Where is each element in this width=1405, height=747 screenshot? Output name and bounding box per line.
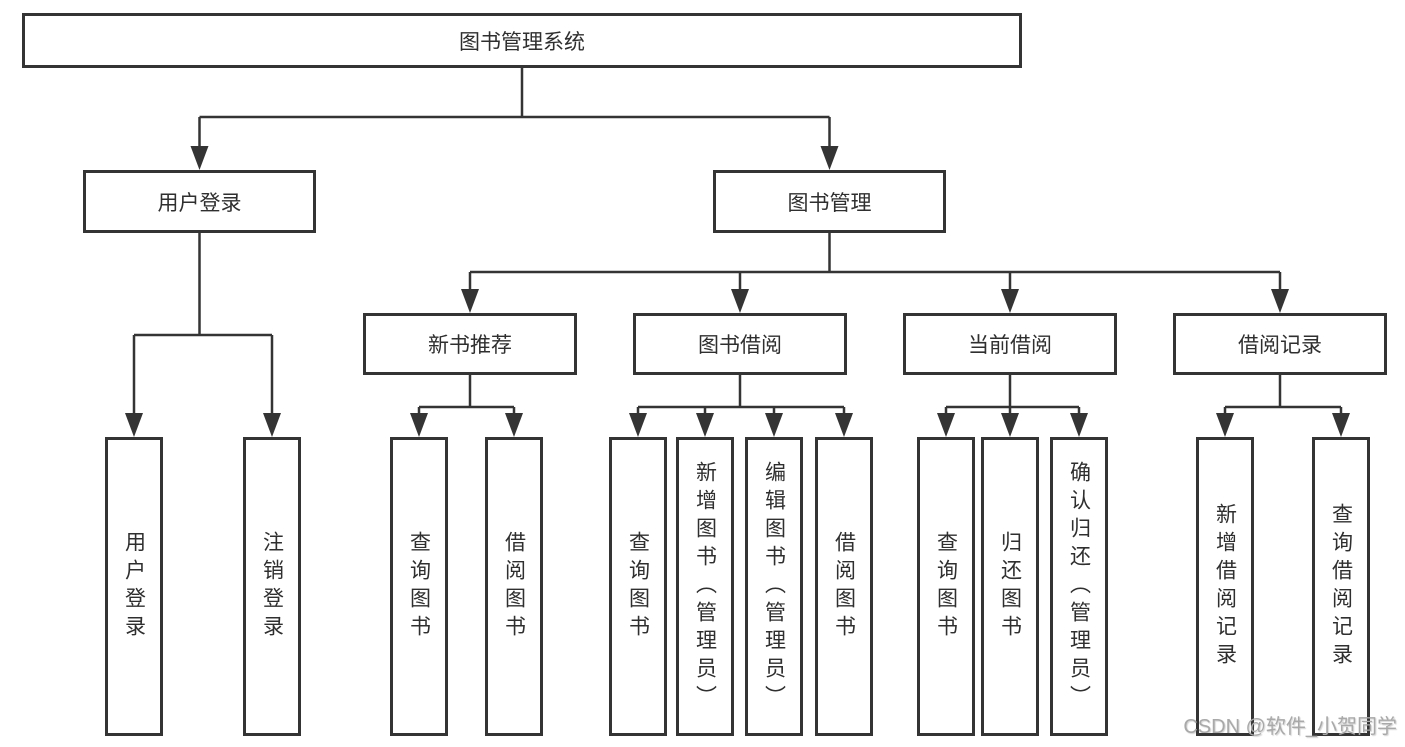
node-label: 图书管理	[787, 191, 872, 215]
leaf-label: 新增图书（管理员）	[693, 460, 717, 713]
leaf-label: 查询借阅记录	[1329, 502, 1353, 671]
arrowheads	[125, 146, 1350, 437]
leaf-label: 确认归还（管理员）	[1067, 460, 1091, 713]
node-current-borrowing: 当前借阅	[903, 313, 1117, 375]
leaf-query-books-recommend: 查询图书	[390, 437, 448, 736]
leaf-borrow-books-borrowing: 借阅图书	[815, 437, 873, 736]
leaf-edit-book-admin: 编辑图书（管理员）	[745, 437, 803, 736]
leaf-query-borrow-record: 查询借阅记录	[1312, 437, 1370, 736]
leaf-query-books-current: 查询图书	[917, 437, 975, 736]
leaf-label: 用户登录	[122, 530, 146, 643]
leaf-add-book-admin: 新增图书（管理员）	[676, 437, 734, 736]
leaf-label: 归还图书	[998, 530, 1022, 643]
node-label: 新书推荐	[428, 334, 512, 357]
node-label: 图书管理系统	[459, 30, 585, 54]
node-user-login: 用户登录	[83, 170, 316, 233]
leaf-label: 查询图书	[626, 530, 650, 643]
leaf-query-books-borrowing: 查询图书	[609, 437, 667, 736]
leaf-return-books: 归还图书	[981, 437, 1039, 736]
leaf-label: 查询图书	[407, 530, 431, 643]
leaf-label: 借阅图书	[502, 530, 526, 643]
leaf-add-borrow-record: 新增借阅记录	[1196, 437, 1254, 736]
leaf-label: 借阅图书	[832, 530, 856, 643]
leaf-label: 新增借阅记录	[1213, 502, 1237, 671]
node-label: 用户登录	[157, 191, 242, 215]
leaf-logout: 注销登录	[243, 437, 301, 736]
node-label: 当前借阅	[968, 334, 1052, 357]
node-book-management: 图书管理	[713, 170, 946, 233]
leaf-confirm-return-admin: 确认归还（管理员）	[1050, 437, 1108, 736]
leaf-label: 注销登录	[260, 530, 284, 643]
leaf-user-login: 用户登录	[105, 437, 163, 736]
node-library-management-system: 图书管理系统	[22, 13, 1022, 68]
node-label: 图书借阅	[698, 334, 782, 357]
csdn-watermark: CSDN @软件_小贺同学	[1183, 716, 1397, 738]
node-label: 借阅记录	[1238, 334, 1322, 357]
node-new-book-recommendation: 新书推荐	[363, 313, 577, 375]
leaf-borrow-books-recommend: 借阅图书	[485, 437, 543, 736]
node-book-borrowing: 图书借阅	[633, 313, 847, 375]
node-borrowing-records: 借阅记录	[1173, 313, 1387, 375]
leaf-label: 编辑图书（管理员）	[762, 460, 786, 713]
leaf-label: 查询图书	[934, 530, 958, 643]
